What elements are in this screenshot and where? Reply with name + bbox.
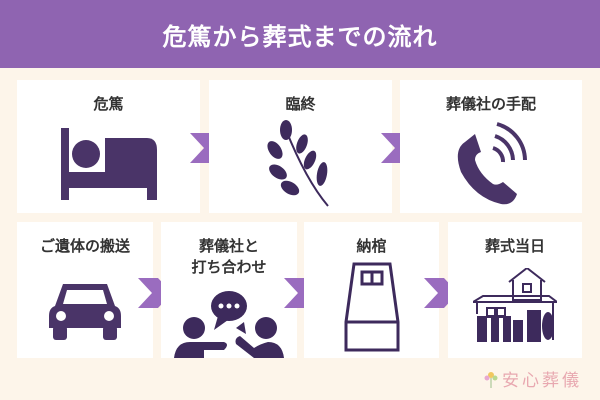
step-card-funeral-day: 葬式当日 bbox=[448, 222, 582, 358]
step-card-kitoku: 危篤 bbox=[17, 80, 200, 213]
logo: 安心葬儀 bbox=[484, 366, 582, 391]
car-icon bbox=[49, 284, 121, 340]
step-label: 危篤 bbox=[93, 95, 124, 113]
funeral-hall-icon bbox=[473, 268, 557, 342]
branch-icon bbox=[266, 120, 329, 207]
step-label: 葬儀社の手配 bbox=[445, 95, 536, 113]
step-label: 葬儀社と打ち合わせ bbox=[191, 237, 267, 276]
logo-text: 安心葬儀 bbox=[502, 371, 582, 391]
flower-icon bbox=[484, 371, 498, 388]
page-title: 危篤から葬式までの流れ bbox=[0, 0, 600, 68]
step-label: ご遺体の搬送 bbox=[39, 237, 130, 255]
step-card-rinju: 臨終 bbox=[209, 80, 392, 213]
meeting-icon bbox=[174, 291, 284, 358]
bed-icon bbox=[60, 128, 157, 200]
coffin-icon bbox=[344, 262, 399, 352]
step-card-meeting: 葬儀社と打ち合わせ bbox=[161, 222, 297, 358]
step-card-transport: ご遺体の搬送 bbox=[17, 222, 153, 358]
phone-icon bbox=[457, 122, 527, 205]
step-label: 臨終 bbox=[285, 95, 316, 113]
step-label: 葬式当日 bbox=[484, 237, 545, 255]
step-label: 納棺 bbox=[356, 237, 387, 255]
step-card-arrange-funeral-company: 葬儀社の手配 bbox=[400, 80, 582, 213]
step-card-encoffining: 納棺 bbox=[304, 222, 439, 358]
